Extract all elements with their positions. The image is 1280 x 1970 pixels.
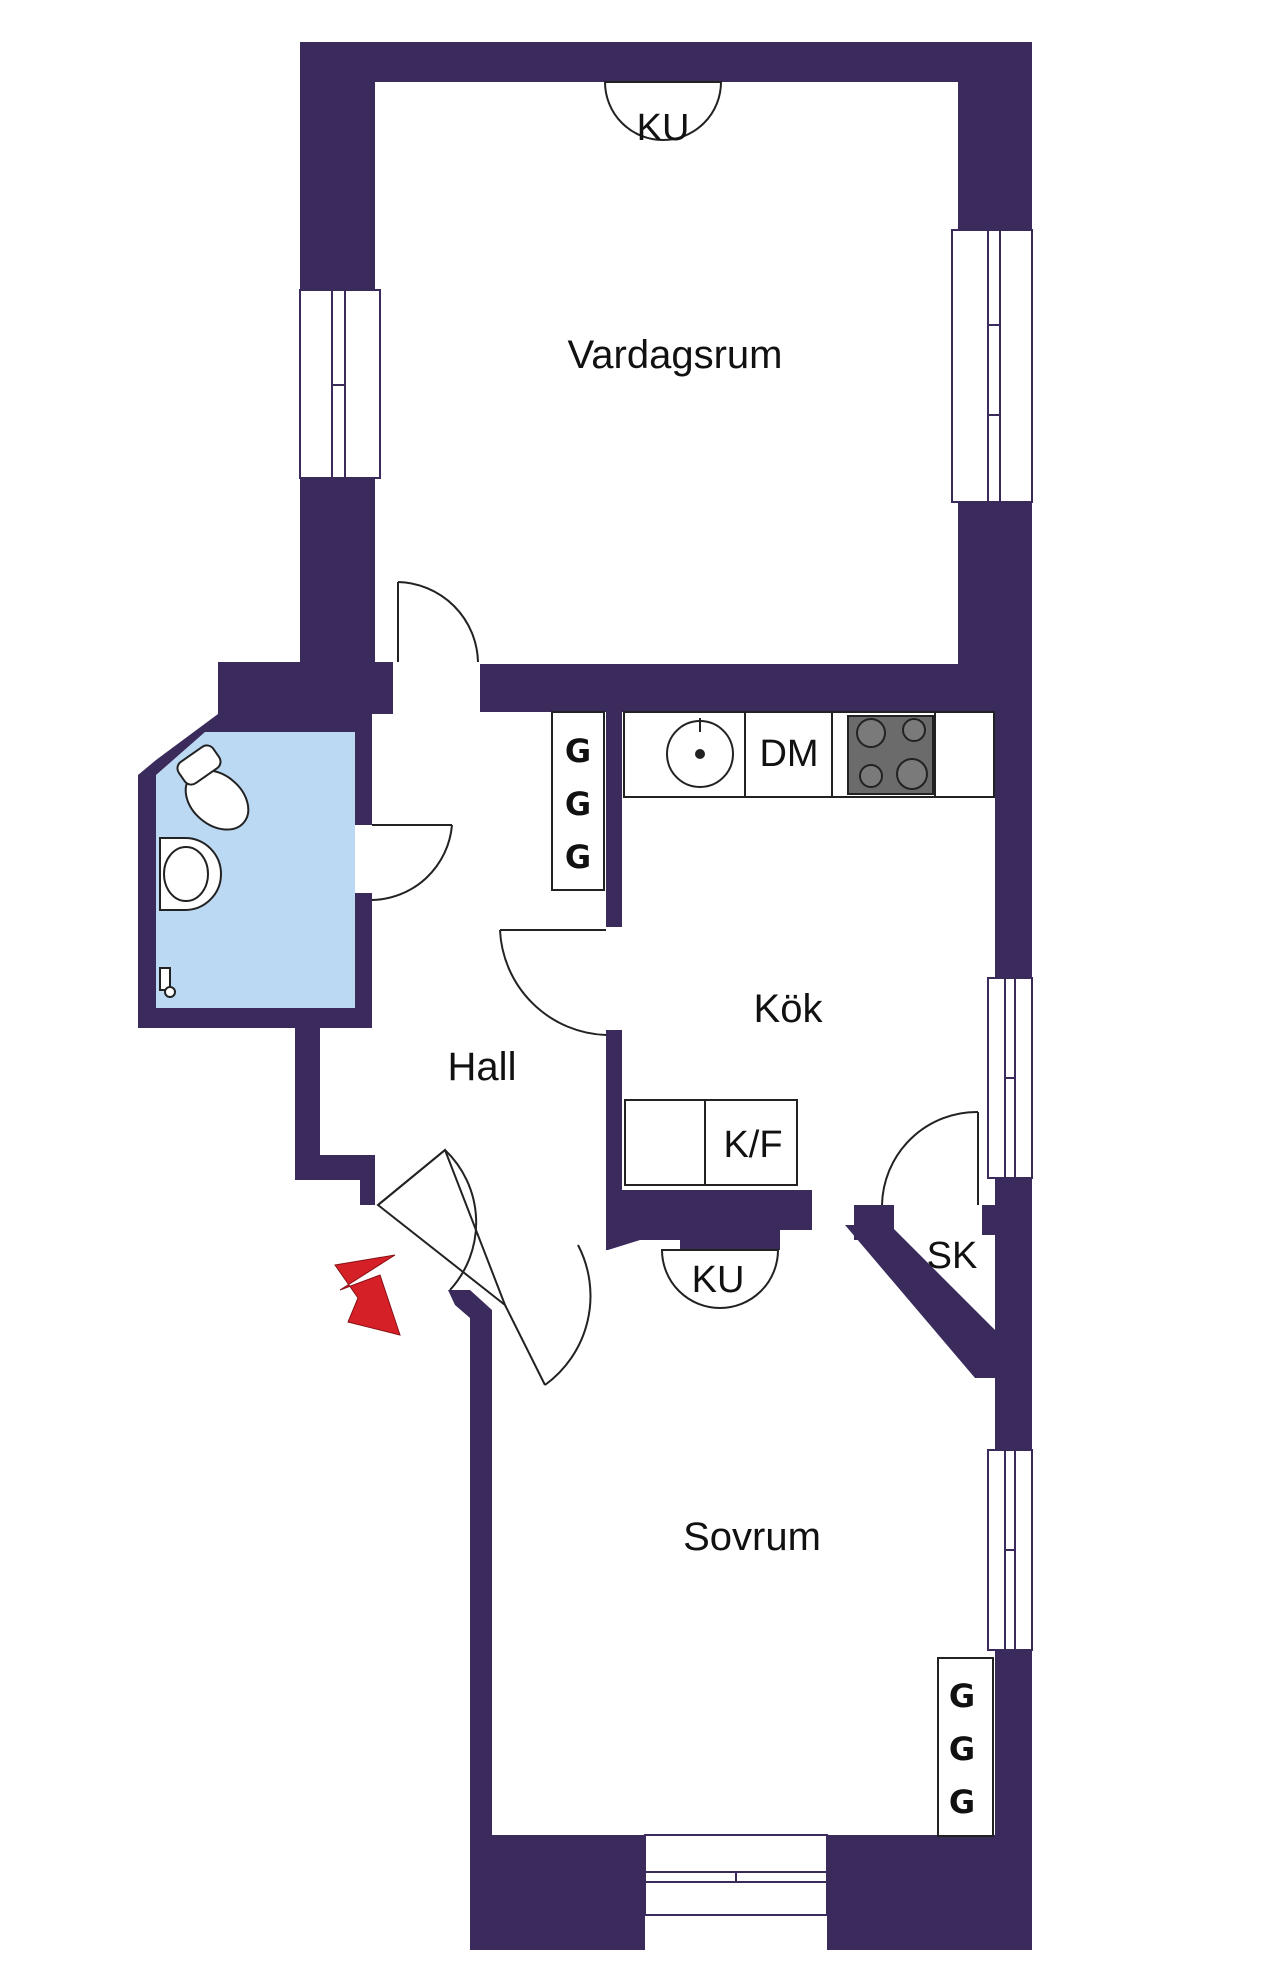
doors (371, 581, 979, 1386)
cabinet-label: SK (927, 1235, 978, 1277)
fridge-freezer (624, 1099, 798, 1186)
dishwasher-label: DM (759, 733, 818, 775)
tiled-stove-bedroom (660, 1249, 780, 1309)
wardrobe-hall-g2: G (565, 785, 591, 823)
tiled-stove-living (603, 81, 723, 141)
washbasin-icon (159, 837, 222, 911)
entrance-arrow-icon (334, 1254, 401, 1336)
wardrobe-bedroom (937, 1657, 994, 1837)
room-label-hall: Hall (448, 1045, 517, 1089)
tiled-stove-bedroom-label: KU (692, 1259, 745, 1301)
room-label-kitchen: Kök (754, 987, 824, 1031)
tiled-stove-living-label: KU (637, 107, 690, 149)
fridge-freezer-label: K/F (723, 1124, 782, 1166)
toilet-icon (176, 744, 250, 831)
wardrobe-bedroom-g1: G (949, 1677, 975, 1715)
wardrobe-bedroom-g2: G (949, 1730, 975, 1768)
wardrobe-hall (551, 711, 605, 891)
wardrobe-hall-g1: G (565, 732, 591, 770)
room-label-bedroom: Sovrum (683, 1515, 821, 1559)
shower-icon (159, 967, 176, 998)
wardrobe-bedroom-g3: G (949, 1783, 975, 1821)
room-label-living-room: Vardagsrum (568, 333, 783, 377)
kitchen-sink-icon (666, 718, 734, 788)
wardrobe-hall-g3: G (565, 838, 591, 876)
windows (299, 229, 1033, 1916)
walls (138, 42, 1032, 1950)
stove-icon (847, 715, 934, 795)
